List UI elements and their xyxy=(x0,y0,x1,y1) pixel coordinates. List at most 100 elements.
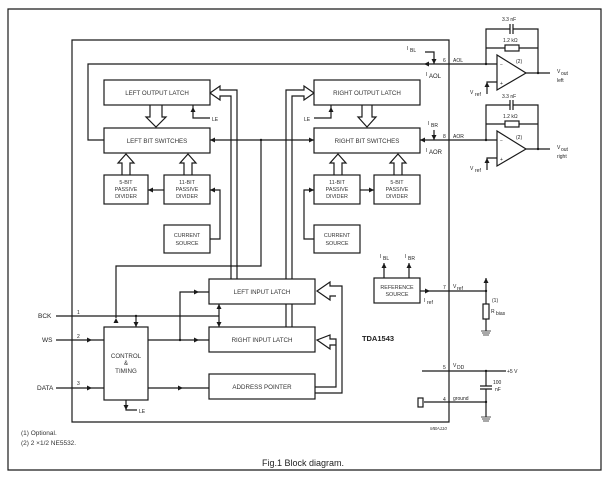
junction-dot xyxy=(259,138,263,142)
junction-dot xyxy=(536,71,540,75)
vout-right-sub: out xyxy=(561,147,569,153)
wire-current-to-11bit-left xyxy=(210,189,221,240)
res-right-label: 1.2 kΩ xyxy=(503,114,518,120)
opamp-left-minus: − xyxy=(500,62,503,68)
le-label-left: LE xyxy=(212,117,219,123)
reference-source-label-1: REFERENCE xyxy=(380,285,414,291)
bck-label: BCK xyxy=(38,313,52,320)
arrow-icon xyxy=(369,187,374,193)
drawing-code: MBA110 xyxy=(430,426,447,431)
arrow-icon xyxy=(216,322,222,327)
arrow-icon xyxy=(133,322,139,327)
address-pointer-label: ADDRESS POINTER xyxy=(232,384,292,391)
right-bit-switches-label: RIGHT BIT SWITCHES xyxy=(335,138,400,145)
arrow-icon xyxy=(484,158,490,163)
le-label-right: LE xyxy=(304,117,311,123)
iaor-sub-label: AOR xyxy=(429,150,443,156)
right-5bit-label-1: 5-BIT xyxy=(390,180,404,186)
bus-to-left-output-latch-outer xyxy=(209,84,238,279)
chip-outline xyxy=(71,39,450,423)
arrow-icon xyxy=(484,82,490,87)
pin-1-label: 1 xyxy=(77,310,80,316)
arrow-icon xyxy=(194,289,199,295)
junction-dot xyxy=(484,400,488,404)
le-line-left xyxy=(192,105,210,119)
ibr-label: I xyxy=(405,254,406,260)
chip-name: TDA1543 xyxy=(362,334,394,343)
feedback-resistor-left xyxy=(504,44,520,52)
ibl-label: I xyxy=(380,254,381,260)
aol-label: AOL xyxy=(453,58,463,64)
left-11bit-label-1: 11-BIT xyxy=(179,180,195,186)
pin-7-label: 7 xyxy=(443,285,446,291)
cap-right-label: 3.3 nF xyxy=(502,94,516,100)
le-label-control: LE xyxy=(139,409,146,415)
iref-label: I xyxy=(424,298,425,304)
bus-arrow-11bit-right xyxy=(328,153,348,175)
bus-address-to-right-latch xyxy=(315,334,337,388)
feedback-cap-right-wires xyxy=(485,104,539,149)
opamp-left xyxy=(496,53,528,92)
left-11bit-label-3: DIVIDER xyxy=(176,194,198,200)
left-current-source-label-1: CURRENT xyxy=(174,233,201,239)
arrow-icon xyxy=(420,137,425,143)
left-5bit-label-3: DIVIDER xyxy=(115,194,137,200)
left-5bit-label-1: 5-BIT xyxy=(119,180,133,186)
left-bit-switches-label: LEFT BIT SWITCHES xyxy=(127,138,188,145)
right-5bit-label-2: PASSIVE xyxy=(386,187,409,193)
arrow-icon xyxy=(194,337,199,343)
right-current-source-label-1: CURRENT xyxy=(324,233,351,239)
ibr-pin-label: I xyxy=(428,121,429,127)
arrow-icon xyxy=(431,59,437,64)
arrow-icon xyxy=(178,385,183,391)
ground-icon xyxy=(481,416,491,422)
arrow-icon xyxy=(431,135,437,140)
right-11bit-label-1: 11-BIT xyxy=(329,180,345,186)
left-5bit-label-2: PASSIVE xyxy=(115,187,138,193)
rbias-note: (1) xyxy=(492,298,498,304)
pin-8-label: 8 xyxy=(443,134,446,140)
feedback-capacitor-right xyxy=(509,100,514,110)
right-input-latch xyxy=(208,326,316,353)
control-timing-label-3: TIMING xyxy=(115,368,137,375)
arrow-icon xyxy=(148,187,153,193)
arrow-icon xyxy=(424,61,429,67)
wire-vref-left xyxy=(486,81,497,94)
pin-5-label: 5 xyxy=(443,365,446,371)
vdd-label: V xyxy=(453,363,457,369)
iaol-sub-label: AOL xyxy=(429,74,442,80)
arrow-icon xyxy=(190,107,196,112)
vref-left-sub: ref xyxy=(475,92,481,98)
cap-nf-label: nF xyxy=(495,387,501,393)
bus-arrow-5bit-left xyxy=(116,153,136,175)
figure-frame xyxy=(7,8,602,471)
ibl-pin-sub-label: BL xyxy=(410,48,416,54)
bus-to-left-output-latch-inner xyxy=(209,92,232,279)
vref-sub-label: ref xyxy=(457,286,463,292)
arrow-icon xyxy=(216,304,222,309)
arrow-icon xyxy=(113,318,119,323)
control-timing-label-1: CONTROL xyxy=(111,353,142,360)
vref-label: V xyxy=(453,284,457,290)
vref-right-label: V xyxy=(470,166,474,172)
rbias-label: R xyxy=(491,309,495,315)
pin-4-label: 4 xyxy=(443,397,446,403)
left-11bit-label-2: PASSIVE xyxy=(176,187,199,193)
opamp-right-note: (2) xyxy=(516,135,522,141)
right-current-source-label-2: SOURCE xyxy=(325,241,348,247)
arrow-icon xyxy=(328,107,334,112)
bus-arrow-5bit-right xyxy=(388,153,408,175)
data-label: DATA xyxy=(37,385,54,392)
left-5bit-divider xyxy=(103,174,149,205)
junction-dot xyxy=(178,338,182,342)
supply-label: +5 V xyxy=(507,369,518,375)
left-current-source xyxy=(163,224,211,254)
vdd-sub-label: DD xyxy=(457,365,465,371)
wire-current-to-11bit-right xyxy=(303,189,314,240)
right-11bit-label-2: PASSIVE xyxy=(326,187,349,193)
note-1: (1) Optional. xyxy=(21,430,57,437)
right-5bit-label-3: DIVIDER xyxy=(386,194,408,200)
opamp-left-note: (2) xyxy=(516,59,522,65)
wire-ibl xyxy=(425,51,435,64)
